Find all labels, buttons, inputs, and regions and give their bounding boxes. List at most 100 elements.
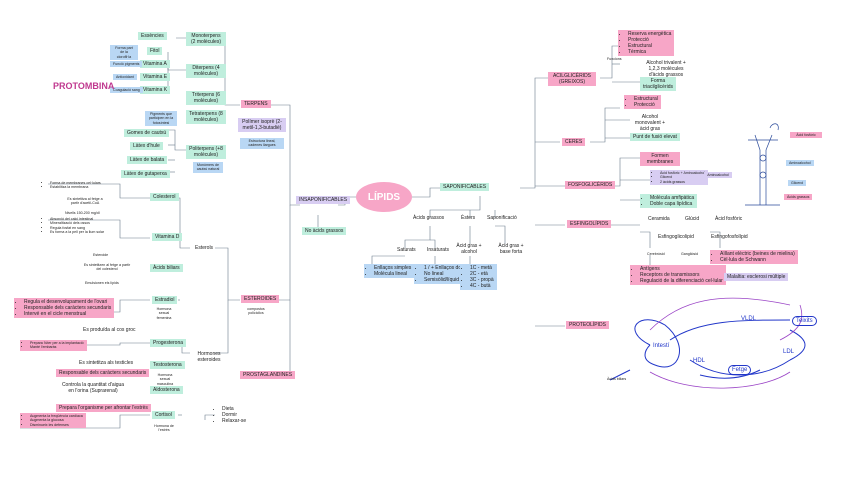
acids-biliars-node[interactable]: Àcids biliars <box>150 264 183 272</box>
saturats-list: Enllaços simplesMolècula lineal <box>364 264 415 278</box>
testosterona-note-3: Hormona sexual masculina <box>156 373 174 386</box>
esteroides-note: compostos policíclics <box>247 307 265 316</box>
central-topic[interactable]: LÍPIDS <box>356 182 412 212</box>
gomes-cautxu-node[interactable]: Gomes de cautxú <box>124 129 170 137</box>
fosfoglicerids-node[interactable]: FOSFOGLICÈRIDS <box>565 181 616 189</box>
testosterona-node[interactable]: Testosterona <box>150 361 185 369</box>
aldosterona-note: Controla la quantitat d'aigua en l'orina… <box>61 382 125 394</box>
no-acids-grassos-node[interactable]: No àcids grassos <box>302 227 347 235</box>
cortisol-note: Prepara l'organisme per afrontar l'estrè… <box>56 404 151 412</box>
acilglicerids-note-2: Alcohol trivalent + 1,2,3 molècules d'àc… <box>646 60 686 78</box>
latex-balata-node[interactable]: Làtex de balata <box>127 156 168 164</box>
latex-hule-node[interactable]: Làtex d'hule <box>130 142 163 150</box>
acid-fosforic-node[interactable]: Àcid fosfòric <box>715 216 743 222</box>
monoterpens-node[interactable]: Monoterpens (2 molècules) <box>186 32 226 46</box>
aldosterona-node[interactable]: Aldosterona <box>150 386 183 394</box>
vitamina-d-list: Absorció del calci intestinalMineralitza… <box>40 216 107 236</box>
cortisol-list: Augmenta la freqüència cardíacaAugmenta … <box>20 413 86 429</box>
vitamina-a-node[interactable]: Vitamina A <box>140 60 170 68</box>
ldl-label: LDL <box>783 349 795 355</box>
cerebrosid-node[interactable]: Cerebròsid <box>647 252 665 256</box>
gangliosid-node[interactable]: Gangliòsid <box>681 252 698 256</box>
colesterol-note-2: Nivells 150-200 mg/dl <box>65 211 100 215</box>
hormones-esteroides-node[interactable]: Hormones esteroides <box>197 351 221 363</box>
colesterol-note: Es sintetitza al fetge a partir d'acetil… <box>67 197 103 206</box>
esterols-node[interactable]: Esterols <box>195 245 214 251</box>
politerpens-node[interactable]: Politerpens (+8 molècules) <box>186 145 226 159</box>
vitamina-e-note: Antioxidant <box>113 74 137 81</box>
acilglicerids-note: Funcions <box>607 57 622 61</box>
ceres-note-2: Punt de fusió elevat <box>630 133 680 141</box>
tetraterpens-note: Pigments que participen en la fotosíntes… <box>145 111 177 127</box>
acilglicerids-note-3: Forma triacilglicèrids <box>640 77 676 91</box>
esteroides-node[interactable]: ESTEROIDES <box>241 295 280 303</box>
vldl-label: VLDL <box>741 316 757 322</box>
acids-biliars-note-2: Emulsionen els lípids <box>85 281 119 285</box>
estradiol-list: Regula el desenvolupament de l'ovariResp… <box>14 298 115 318</box>
esfingoglicolipid-node[interactable]: Esfingoglicolipid <box>658 234 694 240</box>
teixits-label: Teixits <box>792 316 817 326</box>
progesterona-note: Es produïda al cos groc <box>83 327 136 333</box>
intesti-label: Intestí <box>653 343 670 349</box>
acids-grassos-node[interactable]: Àcids grassos <box>413 215 445 221</box>
polimer-note: Estructura lineal, cadenes llargues <box>240 138 284 149</box>
ceres-node[interactable]: CERES <box>562 138 586 146</box>
polimer-isopre-node[interactable]: Polímer isoprè (2-metil-1,3-butadiè) <box>238 118 286 132</box>
cortisol-node[interactable]: Cortisol <box>152 411 175 419</box>
diterpens-node[interactable]: Diterpens (4 molècules) <box>186 64 226 78</box>
triterpens-node[interactable]: Triterpens (6 molècules) <box>186 91 226 105</box>
ceramida-node[interactable]: Ceramida <box>648 216 670 222</box>
latex-gutaperxa-node[interactable]: Làtex de gutaperxa <box>121 170 170 178</box>
terpens-node[interactable]: TERPENS <box>241 100 271 108</box>
proteolipids-node[interactable]: PROTEOLÍPIDS <box>566 321 609 329</box>
fosfoglicerids-note: Formen membranes <box>640 152 680 166</box>
acilglicerids-list: Reserva energèticaProteccióEstructuralTè… <box>618 30 675 56</box>
acids-biliars-label: Àcids biliars <box>607 377 627 381</box>
acilglicerids-node[interactable]: ACILGLICÈRIDS (GREIXOS) <box>548 72 596 86</box>
saturats-node[interactable]: Saturats <box>397 247 416 253</box>
saponificacio-node[interactable]: Saponificació <box>487 215 517 221</box>
testosterona-note-2: Responsable dels caràcters secundaris <box>56 369 150 377</box>
acid-gras-alcohol-node[interactable]: Àcid gras + alcohol <box>456 243 482 255</box>
vitamina-e-node[interactable]: Vitamina E <box>140 73 171 81</box>
colesterol-list: Forma de membranes cel·lularsEstabilitza… <box>40 180 104 191</box>
estradiol-note: Hormona sexual femenina <box>156 307 172 320</box>
fosfoglicerids-composition: Àcid fosfòric + AminoalcoholGlicerol2 àc… <box>650 170 709 186</box>
estradiol-node[interactable]: Estradiol <box>152 296 178 304</box>
vitamina-d-node[interactable]: Vitamina D <box>152 233 183 241</box>
acid-gras-base-node[interactable]: Àcid gras + base forta <box>498 243 524 255</box>
progesterona-node[interactable]: Progesterona <box>150 339 187 347</box>
tetraterpens-node[interactable]: Tetraterpens (8 molècules) <box>186 110 226 124</box>
hdl-label: HDL <box>693 358 706 364</box>
acids-biliars-note: Es sintetitzen al fetge a partir del col… <box>83 263 131 272</box>
insaturats-list: 1 / + Enllaços doblesNo linealSemisòlid/… <box>414 264 474 284</box>
essencies-node[interactable]: Essències <box>138 32 167 40</box>
cortisol-functions: DietaDormirRelaxar-se <box>212 405 249 425</box>
vitamina-a-note: Funció pigments <box>110 61 143 68</box>
label-aminoalcohol: Aminoalcohol <box>786 160 814 167</box>
esters-node[interactable]: Èsters <box>461 215 476 221</box>
fitol-note: Forma part de la clorofil·la <box>110 45 138 61</box>
saponificables-node[interactable]: SAPONIFICABLES <box>440 183 490 191</box>
cortisol-note-2: Hormona de l'estrès <box>154 424 174 433</box>
vitamina-k-node[interactable]: Vitamina K <box>140 86 171 94</box>
label-acid-fosforic: Àcid fosfòric <box>790 132 822 139</box>
fosfoglicerids-list: Molècula amfipàticaDoble capa lipídica <box>640 194 698 208</box>
fetge-label: Fetge <box>728 365 752 375</box>
esfingofosfolipid-node[interactable]: Esfingofosfolípid <box>711 234 748 240</box>
ceres-list: EstructuralProtecció <box>624 95 661 109</box>
protombina-decoration: PROTOMBINA <box>53 81 115 91</box>
testosterona-note: Es sintetitza als testicles <box>79 360 134 366</box>
esfingolipids-node[interactable]: ESFINGOLÍPIDS <box>567 220 612 228</box>
glucid-node[interactable]: Glúcid <box>685 216 700 222</box>
esfingofosfolipid-list: Aïllant elèctric (beines de mielina)Cèl·… <box>710 250 798 264</box>
politerpens-note: Monòmers de cautxú natural <box>193 162 223 173</box>
fitol-node[interactable]: Fitol <box>147 47 163 55</box>
prostaglandines-node[interactable]: PROSTAGLANDINES <box>240 371 296 379</box>
alkane-list: 1C - metà2C - età3C - propà4C - butà <box>460 264 497 290</box>
insaponificables-node[interactable]: INSAPONIFICABLES <box>296 196 351 204</box>
colesterol-node[interactable]: Colesterol <box>150 193 179 201</box>
vitamina-k-note: Coagulació sang <box>110 87 143 94</box>
insaturats-node[interactable]: Insaturats <box>427 247 449 253</box>
progesterona-list: Prepara l'úter per a la implantacióManté… <box>20 340 87 351</box>
